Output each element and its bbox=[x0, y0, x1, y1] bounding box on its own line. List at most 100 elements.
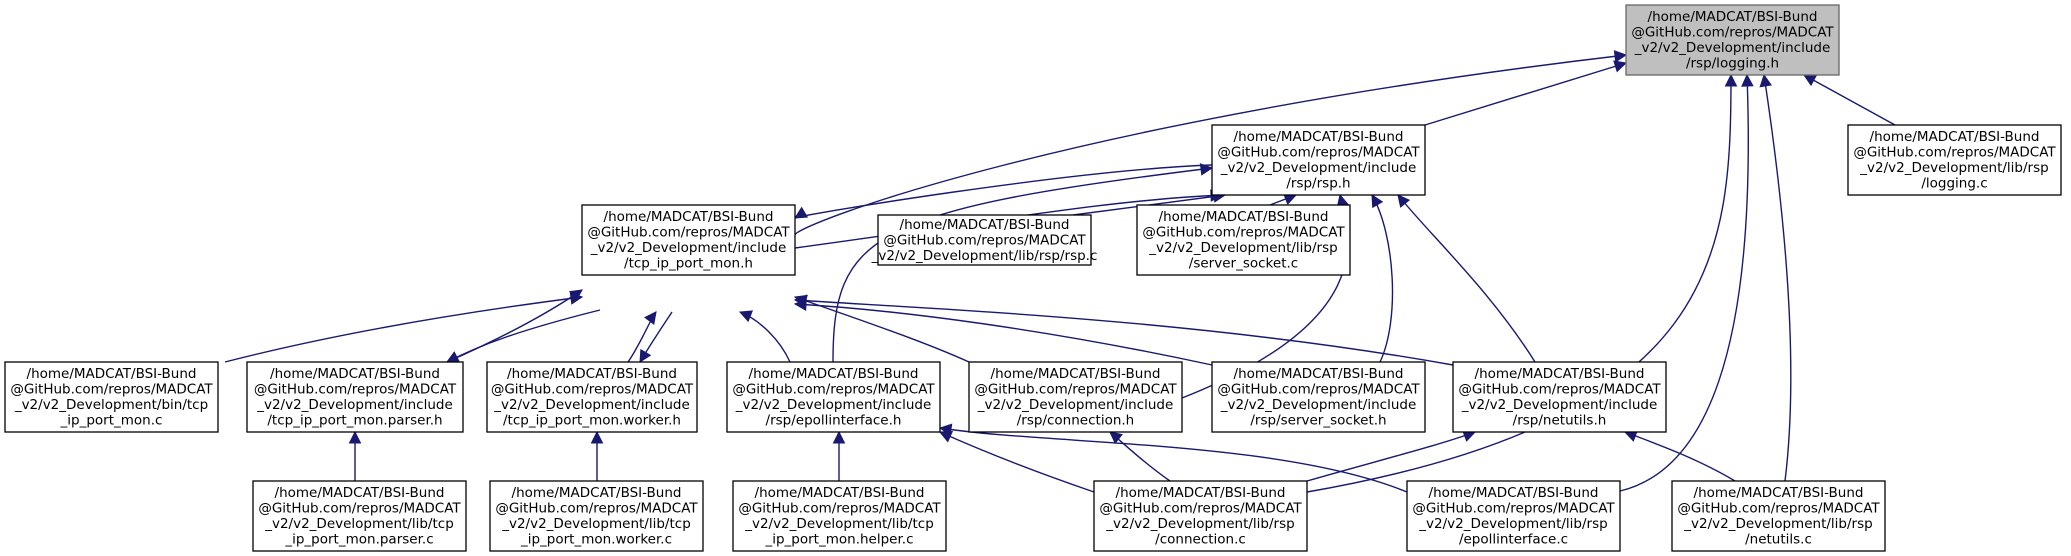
node-label-line: @GitHub.com/repros/MADCAT bbox=[1458, 382, 1661, 398]
edge-line bbox=[1109, 431, 1171, 482]
edge-epoll_c-to-logging_h bbox=[1619, 73, 1754, 492]
node-label-line: @GitHub.com/repros/MADCAT bbox=[491, 382, 694, 398]
node-netutils-c[interactable]: /home/MADCAT/BSI-Bund@GitHub.com/repros/… bbox=[1671, 480, 1886, 552]
node-label-line: /home/MADCAT/BSI-Bund bbox=[27, 366, 197, 382]
edge-helper_c-to-epoll_h bbox=[832, 430, 846, 481]
node-label-line: _ip_port_mon.c bbox=[60, 413, 163, 429]
node-box bbox=[732, 480, 947, 552]
nodes-layer: /home/MADCAT/BSI-Bund@GitHub.com/repros/… bbox=[4, 4, 2062, 552]
node-box bbox=[1406, 480, 1621, 552]
edge-line bbox=[1397, 194, 1536, 363]
node-logging-h[interactable]: /home/MADCAT/BSI-Bund@GitHub.com/repros/… bbox=[1625, 4, 1840, 76]
node-server-socket-h[interactable]: /home/MADCAT/BSI-Bund@GitHub.com/repros/… bbox=[1211, 361, 1426, 433]
node-label-line: /home/MADCAT/BSI-Bund bbox=[1159, 209, 1329, 225]
node-label-line: _v2/v2_Development/include bbox=[590, 240, 787, 256]
node-logging-c[interactable]: /home/MADCAT/BSI-Bund@GitHub.com/repros/… bbox=[1847, 124, 2062, 196]
edge-connection_c-to-connection_h bbox=[1109, 431, 1171, 482]
edge-line bbox=[794, 164, 1213, 219]
node-label-line: _v2/v2_Development/include bbox=[1220, 160, 1417, 176]
node-label-line: _ip_port_mon.worker.c bbox=[520, 532, 672, 548]
node-box bbox=[1093, 480, 1308, 552]
node-box bbox=[1211, 361, 1426, 433]
node-label-line: _v2/v2_Development/include bbox=[977, 397, 1174, 413]
node-label-line: @GitHub.com/repros/MADCAT bbox=[1631, 25, 1834, 41]
edge-line bbox=[1424, 62, 1627, 126]
node-label-line: /home/MADCAT/BSI-Bund bbox=[275, 485, 445, 501]
edge-line bbox=[1306, 431, 1476, 482]
node-label-line: /rsp/netutils.h bbox=[1513, 413, 1607, 429]
node-helper-c[interactable]: /home/MADCAT/BSI-Bund@GitHub.com/repros/… bbox=[732, 480, 947, 552]
node-label-line: _v2/v2_Development/include bbox=[1461, 397, 1658, 413]
edge-line bbox=[1306, 74, 1732, 493]
node-parser-h[interactable]: /home/MADCAT/BSI-Bund@GitHub.com/repros/… bbox=[246, 361, 464, 433]
node-label-line: @GitHub.com/repros/MADCAT bbox=[738, 501, 941, 517]
node-label-line: @GitHub.com/repros/MADCAT bbox=[974, 382, 1177, 398]
node-label-line: @GitHub.com/repros/MADCAT bbox=[1099, 501, 1302, 517]
edge-connection_c-to-netutils_h bbox=[1306, 430, 1477, 482]
node-epoll-h[interactable]: /home/MADCAT/BSI-Bund@GitHub.com/repros/… bbox=[726, 361, 941, 433]
node-label-line: /rsp/logging.h bbox=[1686, 56, 1779, 72]
node-rsp-c[interactable]: /home/MADCAT/BSI-Bund@GitHub.com/repros/… bbox=[871, 214, 1098, 266]
node-label-line: _v2/v2_Development/lib/tcp bbox=[501, 516, 691, 532]
node-box bbox=[581, 204, 796, 276]
node-label-line: /epollinterface.c bbox=[1459, 532, 1568, 548]
node-label-line: /home/MADCAT/BSI-Bund bbox=[1234, 129, 1404, 145]
node-label-line: _v2/v2_Development/lib/rsp/rsp.c bbox=[871, 248, 1098, 264]
node-tcp-c[interactable]: /home/MADCAT/BSI-Bund@GitHub.com/repros/… bbox=[4, 361, 219, 433]
node-label-line: /tcp_ip_port_mon.worker.h bbox=[503, 413, 681, 429]
node-worker-c[interactable]: /home/MADCAT/BSI-Bund@GitHub.com/repros/… bbox=[489, 480, 704, 552]
edge-server_socket_h-to-rsp_h bbox=[1371, 194, 1394, 363]
edge-line bbox=[446, 289, 583, 363]
node-box bbox=[252, 480, 467, 552]
node-label-line: /home/MADCAT/BSI-Bund bbox=[507, 366, 677, 382]
node-label-line: /home/MADCAT/BSI-Bund bbox=[604, 209, 774, 225]
arrow-head-icon bbox=[938, 423, 953, 436]
node-worker-h[interactable]: /home/MADCAT/BSI-Bund@GitHub.com/repros/… bbox=[486, 361, 698, 433]
node-server-socket-c[interactable]: /home/MADCAT/BSI-Bund@GitHub.com/repros/… bbox=[1136, 204, 1351, 276]
node-parser-c[interactable]: /home/MADCAT/BSI-Bund@GitHub.com/repros/… bbox=[252, 480, 467, 552]
edge-netutils_h-to-tcp_h bbox=[793, 294, 1454, 366]
node-box bbox=[1136, 204, 1351, 276]
node-tcp-h[interactable]: /home/MADCAT/BSI-Bund@GitHub.com/repros/… bbox=[581, 204, 796, 276]
arrow-head-icon bbox=[644, 311, 657, 325]
node-label-line: @GitHub.com/repros/MADCAT bbox=[732, 382, 935, 398]
edge-connection_c-to-epoll_h bbox=[938, 430, 1095, 493]
node-label-line: /connection.c bbox=[1155, 532, 1246, 548]
edge-line bbox=[1803, 74, 1896, 126]
edge-line bbox=[794, 303, 1213, 366]
arrow-head-icon bbox=[1759, 73, 1772, 88]
node-label-line: @GitHub.com/repros/MADCAT bbox=[1217, 145, 1420, 161]
node-label-line: @GitHub.com/repros/MADCAT bbox=[1412, 501, 1615, 517]
node-label-line: _v2/v2_Development/bin/tcp bbox=[14, 397, 208, 413]
node-label-line: /home/MADCAT/BSI-Bund bbox=[755, 485, 925, 501]
node-label-line: _v2/v2_Development/lib/tcp bbox=[264, 516, 454, 532]
node-label-line: /home/MADCAT/BSI-Bund bbox=[1429, 485, 1599, 501]
node-label-line: /home/MADCAT/BSI-Bund bbox=[1475, 366, 1645, 382]
arrow-head-icon bbox=[1109, 431, 1123, 445]
edge-worker_h-to-tcp_h bbox=[627, 311, 657, 363]
edge-line bbox=[939, 431, 1095, 493]
node-box bbox=[968, 361, 1183, 433]
edge-connection_c-to-logging_h bbox=[1306, 73, 1738, 493]
edge-rsp_h-to-tcp_h bbox=[794, 164, 1213, 219]
edge-worker_c-to-worker_h bbox=[590, 430, 604, 481]
node-epoll-c[interactable]: /home/MADCAT/BSI-Bund@GitHub.com/repros/… bbox=[1406, 480, 1621, 552]
node-label-line: _v2/v2_Development/include bbox=[493, 397, 690, 413]
edge-line bbox=[794, 296, 970, 363]
node-label-line: @GitHub.com/repros/MADCAT bbox=[10, 382, 213, 398]
edge-line bbox=[224, 296, 583, 363]
node-label-line: /rsp/connection.h bbox=[1017, 413, 1134, 429]
node-label-line: _v2/v2_Development/lib/rsp bbox=[1105, 516, 1294, 532]
node-connection-h[interactable]: /home/MADCAT/BSI-Bund@GitHub.com/repros/… bbox=[968, 361, 1183, 433]
node-label-line: /home/MADCAT/BSI-Bund bbox=[900, 217, 1070, 233]
edge-parser_h-to-tcp_h bbox=[446, 289, 583, 363]
node-rsp-h[interactable]: /home/MADCAT/BSI-Bund@GitHub.com/repros/… bbox=[1211, 124, 1426, 196]
node-box bbox=[1671, 480, 1886, 552]
node-label-line: /server_socket.c bbox=[1189, 256, 1298, 272]
node-label-line: _v2/v2_Development/include bbox=[735, 397, 932, 413]
node-label-line: /tcp_ip_port_mon.parser.h bbox=[267, 413, 442, 429]
edge-tcp_h-to-parser_h bbox=[446, 309, 601, 363]
node-netutils-h[interactable]: /home/MADCAT/BSI-Bund@GitHub.com/repros/… bbox=[1452, 361, 1667, 433]
edge-line bbox=[1624, 431, 1736, 482]
node-connection-c[interactable]: /home/MADCAT/BSI-Bund@GitHub.com/repros/… bbox=[1093, 480, 1308, 552]
